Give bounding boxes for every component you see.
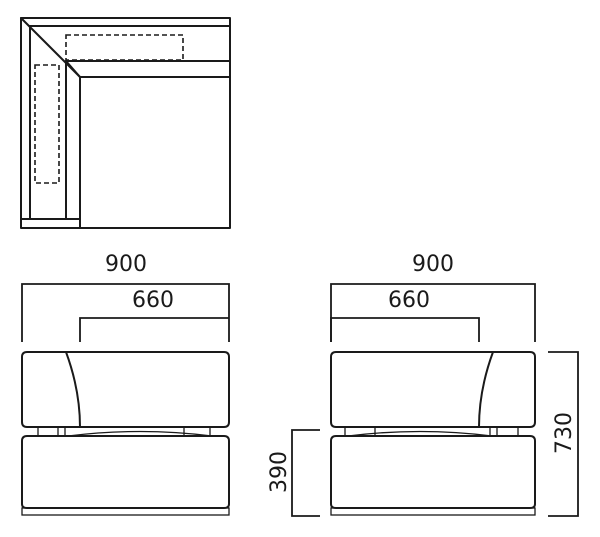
left-front-view: 900 660: [21, 252, 230, 516]
left-plinth: [21, 507, 230, 516]
top-view: [20, 17, 231, 229]
right-front-view: 900 660 390 730: [267, 252, 579, 517]
left-dim-900-line: [21, 283, 230, 342]
top-corner-diagonal-inner: [65, 60, 81, 78]
left-supports: [37, 427, 211, 436]
dim-390-label: 390: [267, 451, 292, 493]
dim-730-label: 730: [552, 412, 577, 454]
left-dim-660-label: 660: [132, 288, 174, 313]
top-back-pillow-dashed: [65, 34, 184, 61]
right-dim-900-line: [330, 283, 536, 342]
top-view-outline: [20, 17, 231, 229]
right-dim-900-label: 900: [412, 252, 454, 277]
right-dim-660-label: 660: [388, 288, 430, 313]
left-base: [21, 435, 230, 509]
right-supports: [344, 427, 519, 436]
top-side-pillow-dashed: [34, 64, 60, 184]
left-backrest: [21, 351, 230, 428]
left-dim-900-label: 900: [105, 252, 147, 277]
left-dim-660-line: [79, 317, 229, 342]
right-dim-660-line: [330, 317, 480, 342]
right-base: [330, 435, 536, 509]
dim-390-line: [291, 429, 320, 517]
right-backrest: [330, 351, 536, 428]
dim-730-line: [548, 351, 579, 517]
left-seat-curve: [67, 430, 213, 437]
right-seat-curve: [347, 430, 493, 437]
left-side-cushion-curve: [65, 351, 81, 428]
right-plinth: [330, 507, 536, 516]
right-side-cushion-curve: [478, 351, 494, 428]
